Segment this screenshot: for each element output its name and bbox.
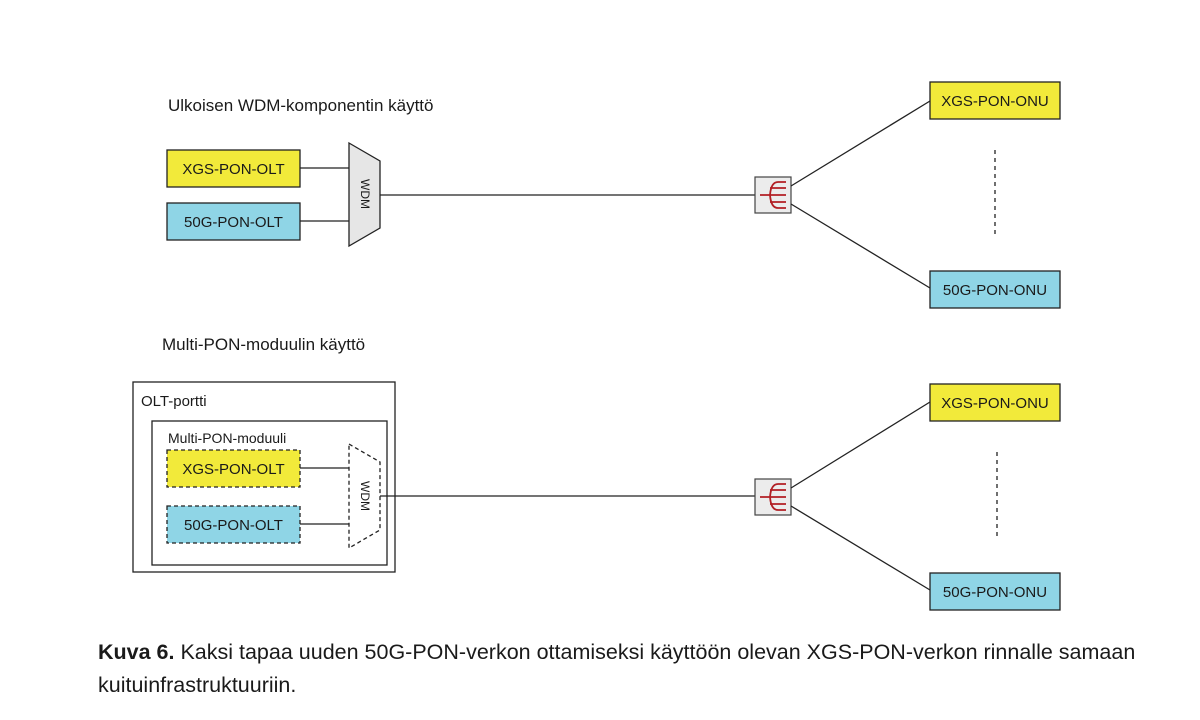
50g-pon-olt-box [166, 202, 301, 241]
xgs-pon-onu-label: XGS-PON-ONU [941, 93, 1049, 110]
multipon-50g-pon-onu-label: 50G-PON-ONU [943, 584, 1047, 601]
multipon-wdm-component [348, 442, 381, 550]
optical-splitter-icon [754, 176, 792, 214]
optical-splitter-icon [754, 478, 792, 516]
xgs-pon-olt-box [166, 149, 301, 188]
scenario-multipon-title: Multi-PON-moduulin käyttö [162, 335, 365, 354]
caption-text: Kaksi tapaa uuden 50G-PON-verkon ottamis… [98, 640, 1136, 697]
multipon-xgs-pon-onu-label: XGS-PON-ONU [941, 395, 1049, 412]
scenario-external-wdm: Ulkoisen WDM-komponentin käyttö XGS-PON-… [166, 81, 1061, 309]
multipon-drop-fiber-to-50g-onu [790, 505, 931, 591]
multipon-xgs-pon-onu-box [929, 383, 1061, 422]
multipon-drop-fiber-to-xgs-onu [790, 401, 931, 489]
multipon-xgs-pon-olt-label: XGS-PON-OLT [182, 461, 284, 478]
multipon-xgs-pon-olt-box [166, 449, 301, 488]
multipon-50g-pon-olt-label: 50G-PON-OLT [184, 517, 283, 534]
drop-fiber-to-50g-onu [790, 203, 931, 289]
50g-pon-onu-label: 50G-PON-ONU [943, 282, 1047, 299]
drop-fiber-to-xgs-onu [790, 100, 931, 187]
scenario-multi-pon-module: Multi-PON-moduulin käyttö OLT-portti Mul… [132, 335, 1061, 611]
olt-port-label: OLT-portti [141, 393, 207, 410]
multi-pon-module-label: Multi-PON-moduuli [168, 430, 286, 446]
wdm-label: WDM [358, 179, 372, 209]
scenario-external-title: Ulkoisen WDM-komponentin käyttö [168, 96, 433, 115]
xgs-pon-onu-box [929, 81, 1061, 120]
multipon-wdm-label: WDM [358, 481, 372, 511]
multipon-50g-pon-olt-box [166, 505, 301, 544]
50g-pon-onu-box [929, 270, 1061, 309]
multipon-50g-pon-onu-box [929, 572, 1061, 611]
wdm-component [348, 141, 381, 248]
figure-caption: Kuva 6. Kaksi tapaa uuden 50G-PON-verkon… [98, 636, 1158, 702]
caption-lead: Kuva 6. [98, 640, 175, 664]
50g-pon-olt-label: 50G-PON-OLT [184, 214, 283, 231]
xgs-pon-olt-label: XGS-PON-OLT [182, 161, 284, 178]
